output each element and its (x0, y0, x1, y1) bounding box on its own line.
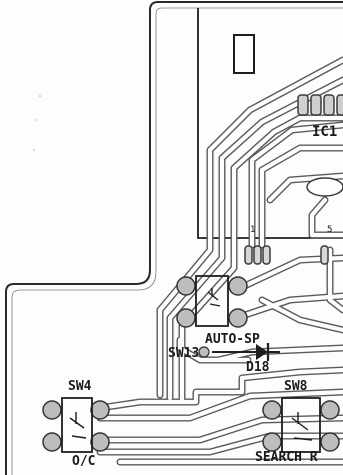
switch-sw4 (42, 397, 110, 453)
switch-sw13 (176, 275, 248, 328)
connector-pins (244, 245, 329, 265)
auto-sp-label: AUTO-SP (205, 332, 260, 347)
ic1-pads (297, 94, 343, 116)
ic-body-outline (197, 8, 343, 239)
oc-label: O/C (72, 454, 96, 469)
sw4-label: SW4 (68, 379, 92, 394)
board-specks (33, 95, 41, 151)
sw13-label: SW13 (168, 346, 200, 361)
switch-sw8 (262, 397, 340, 453)
board-outline (5, 1, 343, 475)
board-outline-inner (11, 7, 343, 475)
ic1-oval-pad (306, 177, 343, 197)
pin-1-label: 1 (250, 225, 256, 235)
pin-5-label: 5 (327, 225, 333, 235)
rect-pad (233, 34, 255, 74)
ic1-label: IC1 (312, 124, 338, 140)
d18-label: D18 (246, 360, 270, 375)
diode-d18 (198, 343, 280, 361)
sw8-label: SW8 (284, 379, 308, 394)
search-label: SEARCH R (255, 450, 318, 465)
traces-inner (97, 57, 343, 465)
